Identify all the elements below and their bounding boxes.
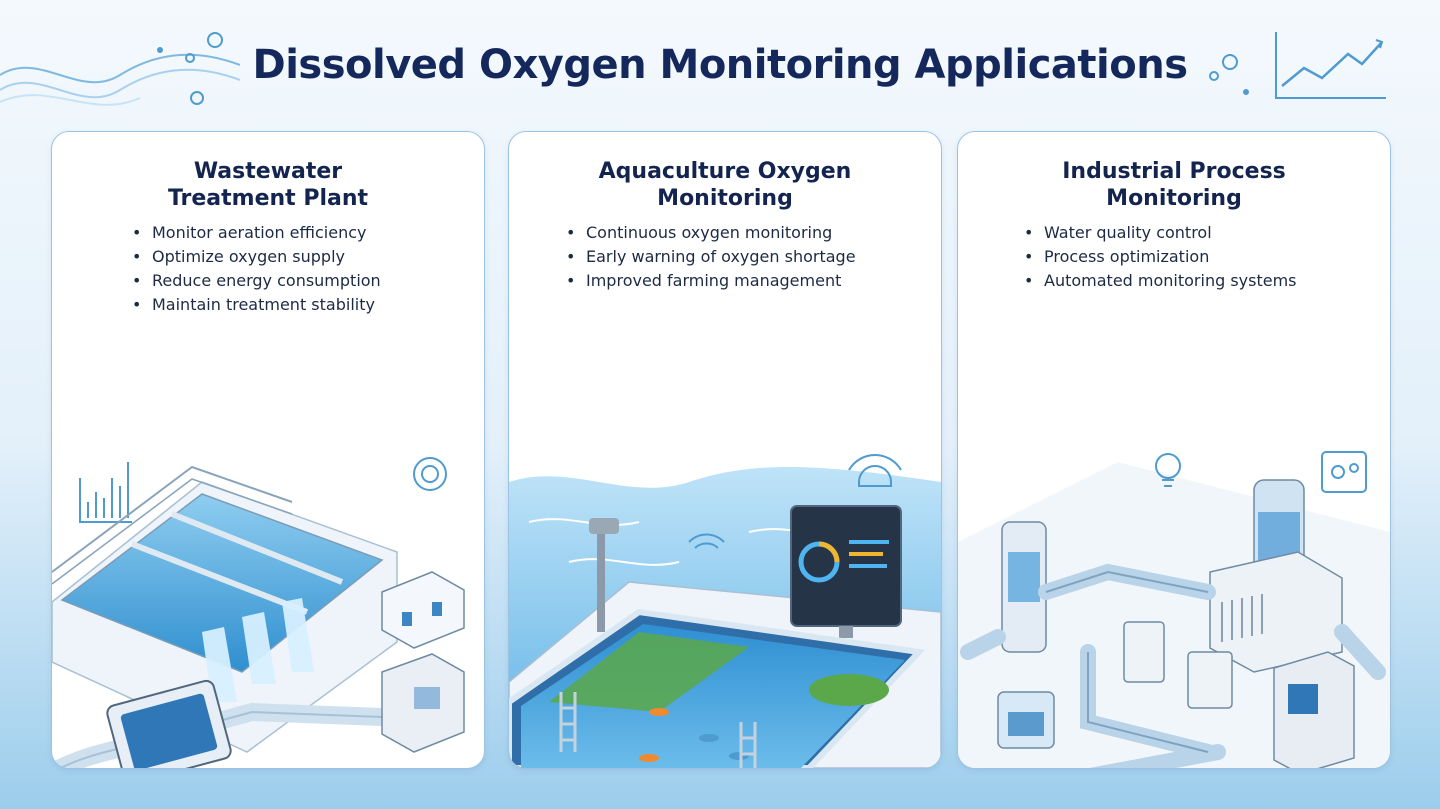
bullet-item: Continuous oxygen monitoring [566,221,856,245]
bullet-item: Early warning of oxygen shortage [566,245,856,269]
growth-chart-icon [1209,32,1386,99]
filter-tank [1001,521,1047,653]
control-building [381,571,465,649]
sensor-pole [589,518,725,632]
lightbulb-icon [1155,453,1181,487]
page-title: Dissolved Oxygen Monitoring Applications [252,42,1188,88]
alarm-icon [848,453,902,487]
bullet-item: Reduce energy consumption [132,269,381,293]
bullet-item: Monitor aeration efficiency [132,221,381,245]
bullet-item: Automated monitoring systems [1024,269,1297,293]
fish-group [639,708,749,762]
pump-unit [381,653,465,753]
analyzer-unit [997,691,1055,749]
storage-tank [1209,479,1343,673]
sensor-panel [1123,621,1233,709]
dial-icon [413,457,447,491]
card-title: Industrial Process Monitoring [1062,159,1286,211]
monitor-display [106,679,232,768]
wave-decoration [0,32,240,106]
gear-icon [1321,451,1367,493]
dashboard-monitor [790,505,902,638]
control-cabinet [1273,651,1355,768]
industrial-pipeline-illustration [958,451,1390,768]
card-title: Wastewater Treatment Plant [167,159,369,211]
bullet-list: Water quality control Process optimizati… [1024,221,1297,293]
card-wastewater: Wastewater Treatment Plant Monitor aerat… [51,131,485,769]
bullet-item: Process optimization [1024,245,1297,269]
bullet-list: Monitor aeration efficiency Optimize oxy… [132,221,381,317]
bullet-item: Improved farming management [566,269,856,293]
bullet-item: Water quality control [1024,221,1297,245]
aquaculture-pond-illustration [509,453,941,768]
bullet-item: Maintain treatment stability [132,293,381,317]
card-title: Aquaculture Oxygen Monitoring [598,159,852,211]
card-aquaculture: Aquaculture Oxygen Monitoring Continuous… [508,131,942,769]
wastewater-treatment-plant-illustration [52,457,465,768]
card-industrial: Industrial Process Monitoring Water qual… [957,131,1391,769]
bullet-item: Optimize oxygen supply [132,245,381,269]
bar-chart-icon [79,462,132,523]
bullet-list: Continuous oxygen monitoring Early warni… [566,221,856,293]
